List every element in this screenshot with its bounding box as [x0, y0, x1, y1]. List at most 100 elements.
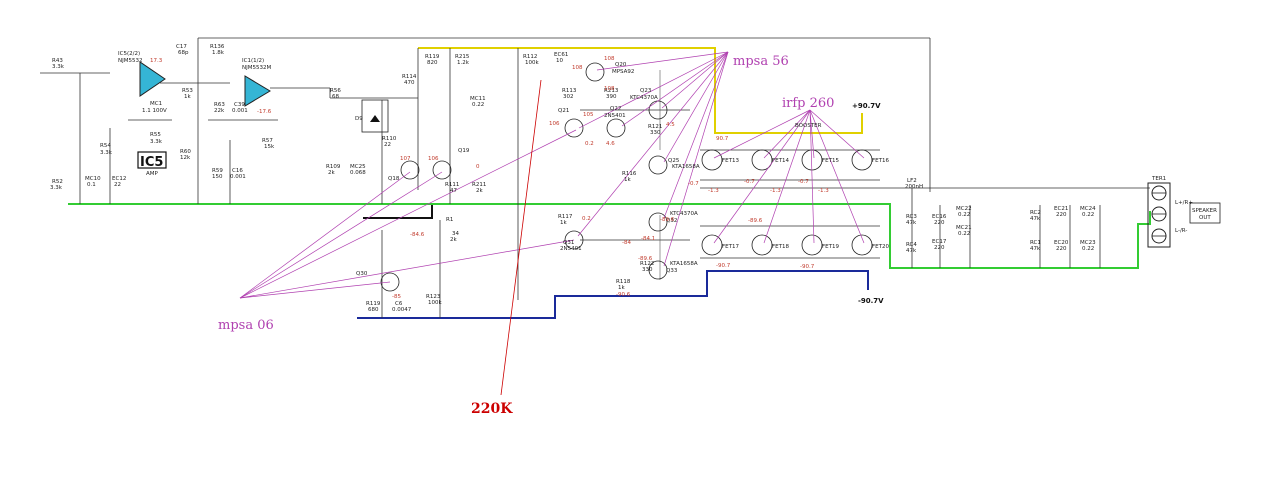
q20-symbol	[585, 62, 605, 82]
component-label-ec17: EC17	[932, 239, 947, 245]
component-label-r59: R59	[212, 168, 223, 174]
component-label-mc11v: 0.22	[472, 102, 484, 108]
mpsa06-pointer-lines	[239, 129, 577, 299]
component-label-r136: R136	[210, 44, 225, 50]
component-label-r55: R55	[150, 132, 161, 138]
component-label-r119b: R119	[366, 301, 381, 307]
voltage-label-v23: -84	[622, 240, 631, 246]
component-label-r215: R215	[455, 54, 470, 60]
component-label-c6: C6	[395, 301, 403, 307]
component-label-r113: R113	[562, 88, 577, 94]
component-label-ec16v: 220	[934, 220, 945, 226]
voltage-label-v25: -89.6	[660, 217, 675, 223]
component-label-r52: R52	[52, 179, 63, 185]
component-label-r117: R117	[558, 214, 573, 220]
q30-symbol	[380, 272, 400, 292]
ic5-chip-label: NJM5532	[118, 58, 142, 64]
component-label-r43: R43	[52, 58, 63, 64]
component-label-q20p: MPSA92	[612, 69, 634, 75]
voltage-label-v3: 107	[400, 156, 411, 162]
r220k-annotation: 220K	[471, 401, 513, 417]
irfp260-annotation: irfp 260	[782, 96, 834, 111]
component-label-r122: R122	[640, 261, 654, 267]
component-label-r117v: 1k	[560, 220, 567, 226]
voltage-label-v16: -1.3	[708, 188, 719, 194]
component-label-r109v: 2k	[328, 170, 335, 176]
voltage-label-v19: -0.7	[798, 179, 809, 185]
component-label-rc3v: 47k	[906, 220, 917, 226]
component-label-r55v: 3.3k	[150, 139, 163, 145]
ter1-label: TER1	[1151, 176, 1166, 182]
voltage-label-v29: -89.6	[638, 256, 653, 262]
voltage-label-v31: -90.7	[800, 264, 815, 270]
component-label-mc23v: 0.22	[1082, 246, 1094, 252]
component-label-r52v: 3.3k	[50, 185, 63, 191]
fet17-symbol	[701, 234, 723, 256]
voltage-label-v9: 106	[549, 121, 560, 127]
component-label-ec20v: 220	[1056, 246, 1067, 252]
ic5-box	[137, 151, 167, 169]
component-label-r215v: 1.2k	[457, 60, 470, 66]
component-label-boost: BOOSTER	[795, 123, 822, 129]
voltage-label-v30: -90.6	[616, 292, 631, 298]
speaker-terminal-block	[1147, 182, 1221, 248]
diode-d9-symbol	[370, 115, 380, 122]
component-label-q32: Q32	[666, 218, 677, 224]
voltage-label-v22: -84.6	[410, 232, 425, 238]
component-label-r110: R110	[382, 136, 397, 142]
component-label-ec61: EC61	[554, 52, 568, 58]
voltage-label-v4: 106	[428, 156, 439, 162]
component-label-r116v: 1k	[624, 177, 631, 183]
component-label-q25p: KTA1658A	[672, 164, 700, 170]
component-label-ec21: EC21	[1054, 206, 1068, 212]
component-label-rc2v: 47k	[1030, 216, 1041, 222]
component-label-mc24v: 0.22	[1082, 212, 1094, 218]
component-label-r118: R118	[616, 279, 631, 285]
voltage-label-v17: -0.7	[744, 179, 755, 185]
component-label-r112v: 100k	[525, 60, 539, 66]
component-label-r123v: 100k	[428, 300, 442, 306]
component-label-r1: R1	[446, 217, 453, 223]
q25-symbol	[648, 155, 668, 175]
component-label-mc25: MC25	[350, 164, 366, 170]
component-label-mc24: MC24	[1080, 206, 1096, 212]
component-label-r213v: 390	[606, 94, 617, 100]
fet13-symbol	[701, 149, 723, 171]
q32-symbol	[648, 212, 668, 232]
component-label-q33p: KTA1658A	[670, 261, 698, 267]
positive-rail-label: +90.7V	[852, 102, 881, 110]
component-label-r111: R111	[445, 182, 459, 188]
voltage-label-v27: -90.7	[716, 263, 731, 269]
component-label-r53v: 1k	[184, 94, 191, 100]
component-label-q23p: KTC4370A	[630, 95, 658, 101]
component-label-rc4: RC4	[906, 242, 917, 248]
component-label-fet17: FET17	[722, 244, 739, 250]
component-label-r119: R119	[425, 54, 440, 60]
component-label-q25: Q25	[668, 158, 680, 164]
voltage-label-v20: -1.3	[818, 188, 829, 194]
terminal-lplus-label: L+/R+	[1175, 200, 1193, 206]
component-label-r121v: 330	[650, 130, 661, 136]
component-label-q20: Q20	[615, 62, 627, 68]
component-label-q19: Q19	[458, 148, 470, 154]
component-label-r56: R56	[330, 88, 341, 94]
component-label-c6v: 0.0047	[392, 307, 412, 313]
component-label-fet20: FET20	[872, 244, 889, 250]
component-label-r213: R213	[604, 88, 619, 94]
op-amp-ic1-symbol	[244, 75, 271, 107]
component-label-r121: R121	[648, 124, 662, 130]
component-label-q31: Q31	[563, 240, 574, 246]
q33-symbol	[648, 260, 668, 280]
component-label-r136v: 1.8k	[212, 50, 225, 56]
voltage-label-v28: -85	[392, 294, 401, 300]
component-label-q18: Q18	[388, 176, 400, 182]
voltage-label-v10: 105	[583, 112, 594, 118]
speaker-out-box	[1189, 202, 1221, 224]
component-label-r118v: 1k	[618, 285, 625, 291]
component-label-ec12: EC12	[112, 176, 126, 182]
voltage-label-v5: 0	[476, 164, 480, 170]
component-label-rc1v: 47k	[1030, 246, 1041, 252]
component-label-fet13: FET13	[722, 158, 739, 164]
component-label-r63v: 22k	[214, 108, 225, 114]
